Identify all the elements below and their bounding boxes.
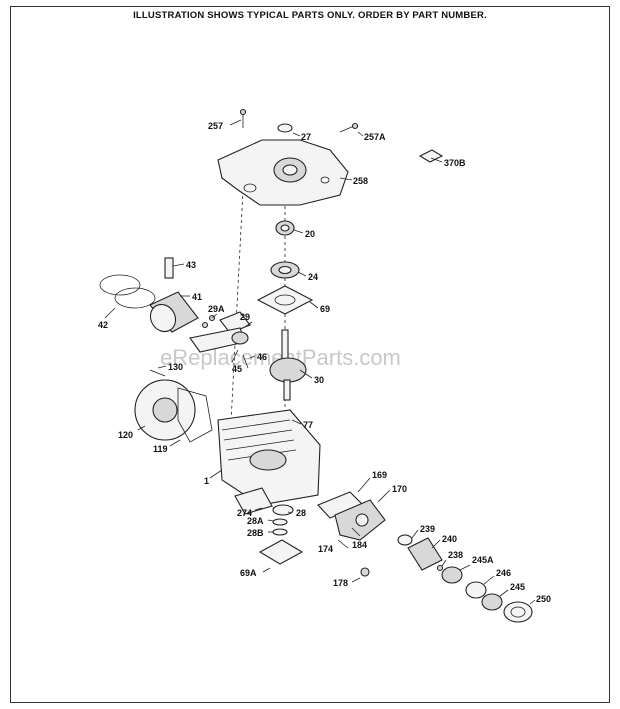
label-27: 27	[301, 132, 311, 142]
label-258: 258	[353, 176, 368, 186]
part-257A-screw	[339, 122, 359, 133]
label-174: 174	[318, 544, 333, 554]
label-69A: 69A	[240, 568, 257, 578]
label-245: 245	[510, 582, 525, 592]
part-119-gasket	[177, 387, 213, 443]
label-130: 130	[168, 362, 183, 372]
part-46-screw	[242, 354, 249, 369]
label-30: 30	[314, 375, 324, 385]
part-257-screw	[239, 108, 247, 128]
part-130-screw	[149, 369, 166, 377]
label-246: 246	[496, 568, 511, 578]
label-77: 77	[303, 420, 313, 430]
part-370B-decal	[418, 149, 444, 163]
part-69-gasket	[256, 285, 314, 315]
label-257A: 257A	[364, 132, 386, 142]
part-69A-gasket	[258, 539, 304, 565]
label-370B: 370B	[444, 158, 466, 168]
part-29-rod-cap	[219, 311, 251, 334]
part-27-seal	[277, 123, 293, 133]
part-258-crankcase-cover	[217, 139, 349, 206]
label-24: 24	[308, 272, 318, 282]
part-1-cylinder-block	[217, 409, 321, 506]
part-245-filter	[481, 593, 503, 611]
label-239: 239	[420, 524, 435, 534]
part-20-bearing	[275, 220, 295, 236]
part-240-elbow	[407, 537, 443, 571]
part-45-connecting-rod	[189, 327, 249, 353]
part-245A-filter	[441, 566, 463, 584]
label-120: 120	[118, 430, 133, 440]
part-170-carburetor	[334, 499, 386, 541]
part-28-valve-parts	[272, 504, 294, 536]
label-170: 170	[392, 484, 407, 494]
part-43-piston-pin	[164, 257, 174, 279]
part-274-gasket	[234, 487, 273, 515]
label-274: 274	[237, 508, 252, 518]
label-41: 41	[192, 292, 202, 302]
label-178: 178	[333, 578, 348, 588]
label-169: 169	[372, 470, 387, 480]
label-28: 28	[296, 508, 306, 518]
diagram-header: ILLUSTRATION SHOWS TYPICAL PARTS ONLY. O…	[133, 10, 487, 21]
diagram-frame	[10, 6, 610, 703]
label-43: 43	[186, 260, 196, 270]
part-41-piston	[149, 291, 199, 333]
part-178-nut	[360, 567, 370, 577]
label-119: 119	[153, 444, 168, 454]
label-28B: 28B	[247, 528, 264, 538]
label-45: 45	[232, 364, 242, 374]
label-42: 42	[98, 320, 108, 330]
part-184-screw	[351, 527, 361, 537]
label-1: 1	[204, 476, 209, 486]
label-28A: 28A	[247, 516, 264, 526]
label-29: 29	[240, 312, 250, 322]
label-240: 240	[442, 534, 457, 544]
label-69: 69	[320, 304, 330, 314]
part-246-filter	[465, 581, 487, 599]
label-238: 238	[448, 550, 463, 560]
label-245A: 245A	[472, 555, 494, 565]
label-20: 20	[305, 229, 315, 239]
part-239-clamp	[397, 534, 413, 546]
part-24-bearing	[270, 261, 300, 279]
part-42-piston-rings	[99, 274, 156, 309]
part-250-cover	[503, 601, 533, 623]
part-174-screw	[337, 539, 349, 549]
label-250: 250	[536, 594, 551, 604]
label-46: 46	[257, 352, 267, 362]
label-257: 257	[208, 121, 223, 131]
part-120-cylinder-cover	[134, 379, 196, 441]
label-29A: 29A	[208, 304, 225, 314]
part-labels: 257 27 257A 370B 258 20 43 24 41 42 69 2…	[98, 121, 551, 604]
part-30-crankshaft	[269, 329, 307, 401]
label-184: 184	[352, 540, 367, 550]
leader-lines	[104, 119, 536, 605]
part-238-screw	[436, 564, 444, 572]
